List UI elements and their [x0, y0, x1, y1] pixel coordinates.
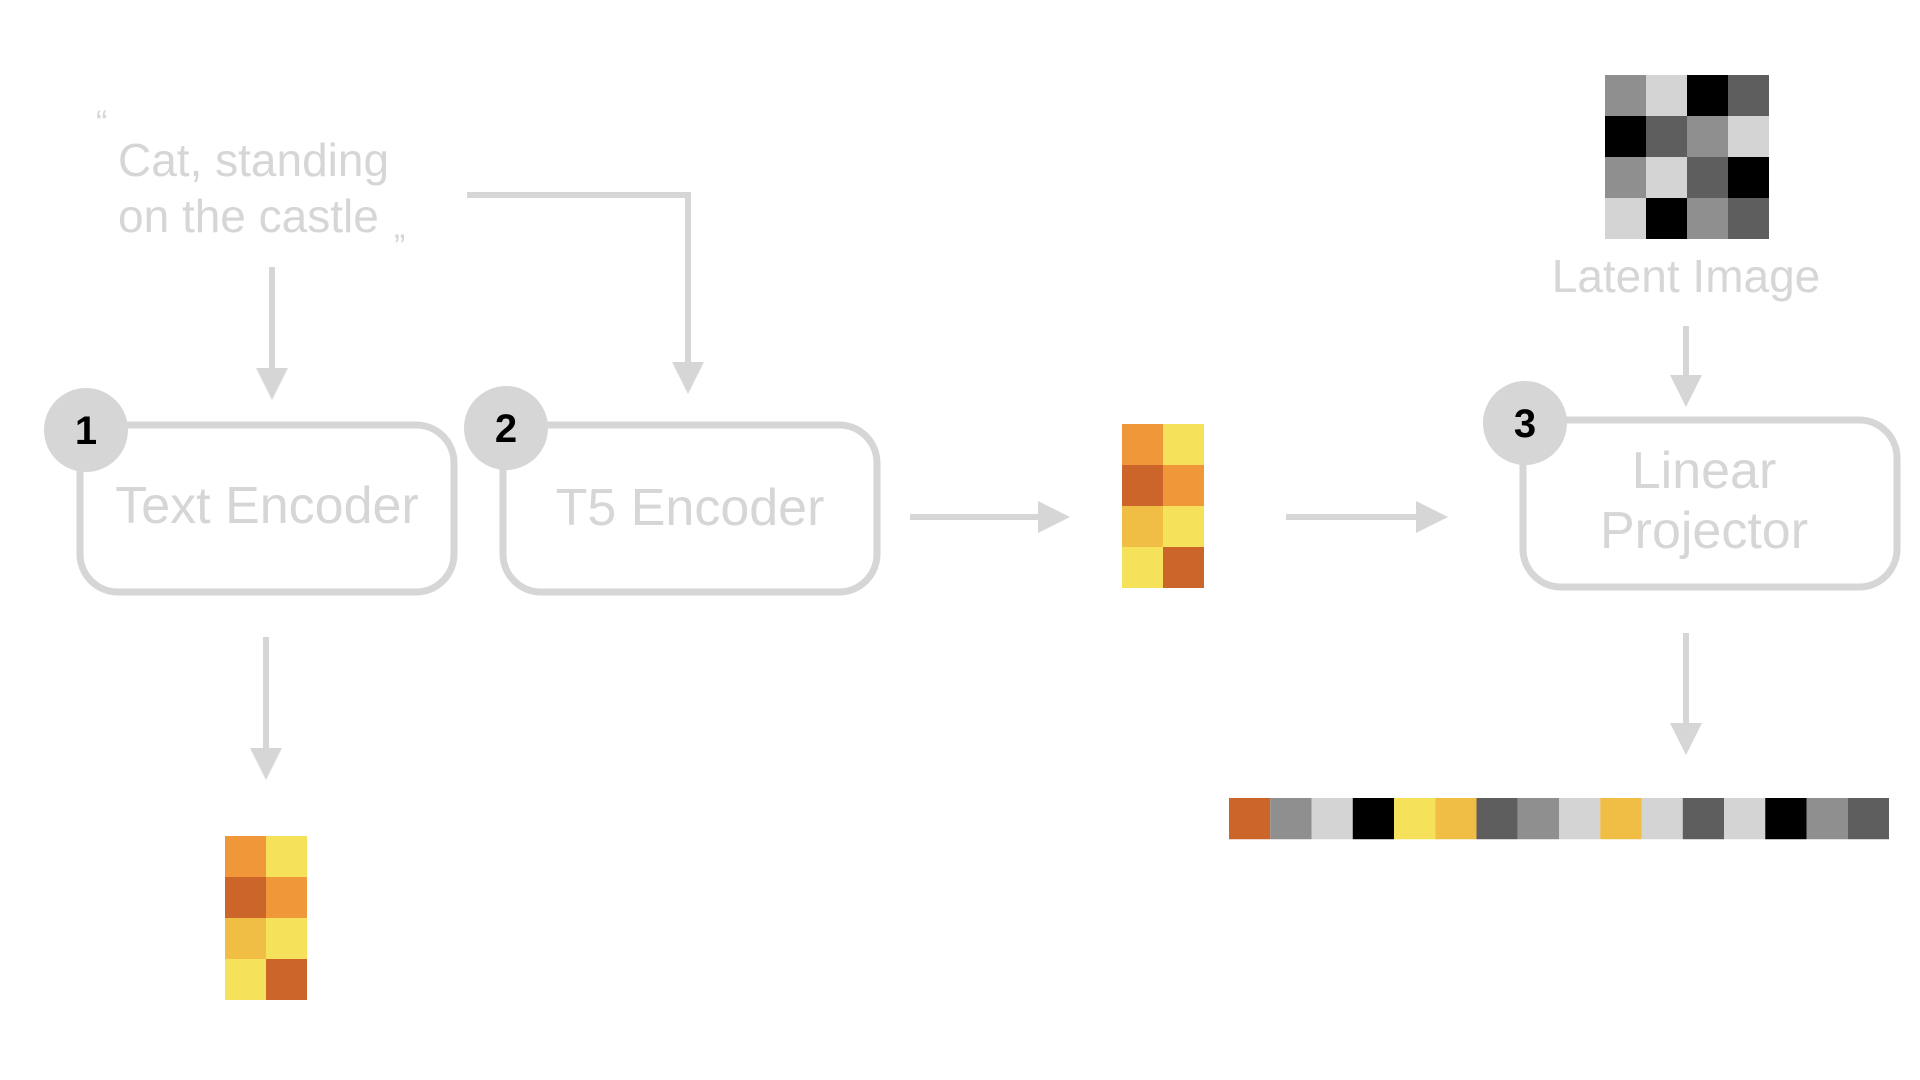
sequence-cell [1229, 798, 1271, 840]
arrow-icon [672, 362, 704, 394]
arrow-shaft [467, 192, 691, 364]
text-encoder-box: Text Encoder [76, 421, 458, 596]
arrow-icon [256, 368, 288, 400]
sequence-cell [1476, 798, 1518, 840]
token-cell [266, 836, 307, 877]
sequence-cell [1517, 798, 1559, 840]
box-outline [76, 421, 458, 596]
sequence-cell [1311, 798, 1353, 840]
sequence-cell [1724, 798, 1766, 840]
linear-projector-box: Linear Projector [1519, 416, 1901, 591]
step-badge-1: 1 [44, 388, 128, 472]
token-cell [225, 836, 266, 877]
step-number: 3 [1514, 402, 1536, 446]
arrow-icon [1416, 501, 1448, 533]
latent-image-grid [1605, 75, 1769, 239]
token-cell [1163, 424, 1204, 465]
sequence-cell [1682, 798, 1724, 840]
latent-cell [1728, 116, 1769, 157]
latent-cell [1728, 157, 1769, 198]
t5-encoder-output-tokens [1122, 424, 1204, 588]
arrow-icon [1670, 375, 1702, 407]
sequence-cell [1765, 798, 1807, 840]
linear-projector-label-line-1: Linear [1632, 442, 1777, 500]
latent-cell [1687, 198, 1728, 239]
token-cell [1122, 506, 1163, 547]
token-cell [1163, 465, 1204, 506]
sequence-cell [1847, 798, 1889, 840]
box-outline [499, 421, 881, 596]
combined-token-sequence [1229, 798, 1889, 840]
arrow-prompt-to-t5-encoder [467, 192, 704, 394]
token-cell [225, 959, 266, 1000]
latent-cell [1646, 116, 1687, 157]
arrow-text-encoder-to-output [250, 637, 282, 780]
step-badge-2: 2 [464, 386, 548, 470]
text-encoder-output-tokens [225, 836, 307, 1000]
latent-cell [1605, 157, 1646, 198]
token-cell [1122, 547, 1163, 588]
t5-encoder-box: T5 Encoder [499, 421, 881, 596]
sequence-cell [1352, 798, 1394, 840]
badge-circle [464, 386, 548, 470]
sequence-cell [1270, 798, 1312, 840]
token-cell [225, 877, 266, 918]
prompt-line-2: on the castle [118, 190, 379, 242]
step-number: 1 [75, 409, 97, 453]
token-cell [1163, 506, 1204, 547]
step-number: 2 [495, 407, 517, 451]
t5-encoder-label: T5 Encoder [556, 479, 825, 537]
latent-cell [1687, 116, 1728, 157]
arrow-icon [250, 748, 282, 780]
latent-cell [1646, 157, 1687, 198]
arrow-t5-encoder-to-output [910, 501, 1070, 533]
sequence-cell [1435, 798, 1477, 840]
token-cell [1122, 465, 1163, 506]
arrow-linear-projector-to-sequence [1670, 633, 1702, 755]
badge-circle [1483, 381, 1567, 465]
box-outline [1519, 416, 1901, 591]
token-cell [266, 877, 307, 918]
latent-cell [1728, 198, 1769, 239]
sequence-cell [1559, 798, 1601, 840]
latent-cell [1605, 75, 1646, 116]
step-badge-3: 3 [1483, 381, 1567, 465]
arrow-output-to-linear-projector [1286, 501, 1448, 533]
token-cell [1122, 424, 1163, 465]
arrow-prompt-to-text-encoder [256, 267, 288, 400]
prompt-line-1: Cat, standing [118, 134, 389, 186]
token-cell [1163, 547, 1204, 588]
open-quote-mark: “ [96, 104, 107, 142]
badge-circle [44, 388, 128, 472]
sequence-cell [1600, 798, 1642, 840]
close-quote-mark: ” [394, 228, 405, 266]
latent-cell [1646, 75, 1687, 116]
latent-cell [1728, 75, 1769, 116]
sequence-cell [1641, 798, 1683, 840]
arrow-icon [1038, 501, 1070, 533]
text-encoder-label: Text Encoder [115, 477, 419, 535]
token-cell [266, 918, 307, 959]
sequence-cell [1394, 798, 1436, 840]
arrow-latent-to-linear-projector [1670, 326, 1702, 407]
sequence-cell [1806, 798, 1848, 840]
linear-projector-label-line-2: Projector [1600, 502, 1808, 560]
latent-image-label: Latent Image [1552, 250, 1821, 302]
arrow-icon [1670, 723, 1702, 755]
latent-cell [1605, 116, 1646, 157]
token-cell [225, 918, 266, 959]
prompt-quote: “ Cat, standing on the castle ” [96, 104, 405, 266]
latent-cell [1605, 198, 1646, 239]
latent-cell [1687, 157, 1728, 198]
token-cell [266, 959, 307, 1000]
latent-cell [1687, 75, 1728, 116]
latent-cell [1646, 198, 1687, 239]
